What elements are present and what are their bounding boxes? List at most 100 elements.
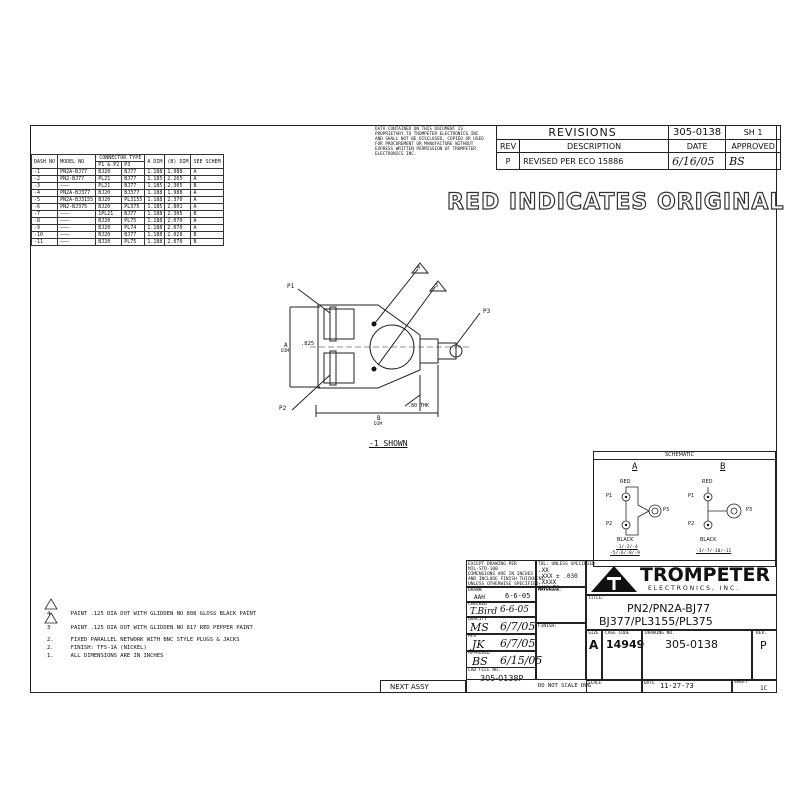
dash-table-cell: -7 — [30, 210, 59, 218]
dash-table-cell: B — [190, 231, 224, 239]
note-text: PAINT .125 DIA DOT WITH GLIDDEN NO 817 R… — [70, 625, 253, 631]
schem-a-p2-label: P2 — [606, 521, 613, 527]
p1-connector — [323, 308, 355, 340]
drawn-date: 6-6-05 — [505, 592, 531, 600]
dash-table-cell: 2.305 — [164, 210, 192, 218]
dash-table-cell: 1.988 — [164, 168, 192, 176]
dash-table-cell: PL21 — [95, 175, 123, 183]
dash-table-cell: 2.305 — [164, 182, 192, 190]
description-header: DESCRIPTION — [519, 139, 670, 153]
cage-label: CAGE CODE — [605, 631, 630, 636]
note-item: 1. ALL DIMENSIONS ARE IN INCHES — [47, 642, 256, 659]
scale-label: SCALE — [588, 681, 602, 686]
approved-header: APPROVED — [725, 139, 782, 153]
connector-type-header: CONNECTOR TYPE — [95, 154, 146, 162]
p1-nut — [329, 306, 337, 342]
schem-a-red: RED — [620, 479, 631, 485]
dash-table-cell: 1.188 — [144, 224, 166, 232]
dash-table-cell: ——— — [57, 238, 97, 246]
dash-table-cell: 2.070 — [164, 224, 192, 232]
revisions-drawing-no: 305-0138 — [668, 125, 727, 140]
dash-table-cell: B — [190, 210, 224, 218]
drawn-by: AAH — [474, 594, 485, 601]
schem-b-p2-label: P2 — [688, 521, 695, 527]
schematic-title: SCHEMATIC — [665, 452, 694, 458]
checked-date: 6-6-05 — [500, 605, 529, 615]
dash-table-cell: PL75 — [121, 238, 146, 246]
dash-table-cell: A — [190, 168, 224, 176]
flag-4: 4 — [417, 265, 421, 271]
dash-table-cell: 1.188 — [144, 231, 166, 239]
spec-line: DIMENSIONS ARE IN INCHES — [468, 572, 534, 577]
notice-line: PROPRIETARY TO TROMPETER ELECTRONICS INC — [375, 132, 479, 137]
dash-table-cell: 2.070 — [164, 217, 192, 225]
size-label: SIZE — [588, 631, 599, 636]
spec-line: MIL-STD-100 — [468, 567, 498, 572]
thk-label: .80 THK — [408, 403, 430, 409]
sheet-label: SHEET — [734, 680, 748, 685]
a-dim-sub: DIM — [281, 349, 290, 354]
dash-table-cell: 1.185 — [144, 175, 166, 183]
dash-table-cell: BJ20 — [95, 231, 123, 239]
company-cell — [586, 560, 777, 595]
note-item: 2. FINISH: TFS-1A (NICKEL) — [47, 634, 256, 651]
dash-table-cell: A — [190, 203, 224, 211]
schematic-drawing — [621, 486, 742, 536]
part-title-line1: PN2/PN2A-BJ77 — [627, 602, 711, 615]
proprietary-notice: DATA CONTAINED ON THIS DOCUMENT IS PROPR… — [375, 127, 484, 157]
company-subtitle: ELECTRONICS, INC. — [648, 585, 741, 592]
dash-table-cell: -4 — [30, 189, 59, 197]
dash-table-cell: BJ77 — [121, 182, 146, 190]
material-label: MATERIAL: — [538, 588, 563, 593]
dim-825: .825 — [301, 341, 315, 347]
note-text: PAINT .125 DIA DOT WITH GLIDDEN NO 808 G… — [70, 611, 257, 617]
size-cell — [586, 630, 602, 680]
dash-table-cell: A — [190, 196, 224, 204]
dash-table-cell: 1.988 — [164, 189, 192, 197]
spec-line: UNLESS OTHERWISE SPECIFIED — [468, 582, 539, 587]
dash-table-cell: 2.028 — [164, 231, 192, 239]
tol-line: .XXXX — [538, 579, 557, 586]
tolerance-cell — [536, 560, 586, 587]
schem-b-red: RED — [702, 479, 713, 485]
note-number: 2. — [47, 637, 54, 643]
dash-table-cell: BJ77 — [121, 231, 146, 239]
rev-value: P — [760, 639, 767, 652]
schem-a-dashes-1: -1/-2/-4 — [616, 545, 638, 550]
spec-notes: EXCEPT DRAWING PER MIL-STD-100 DIMENSION… — [468, 562, 544, 587]
schem-a-p3-label: P3 — [663, 507, 670, 513]
dash-table-cell: 1PL21 — [95, 210, 123, 218]
rev-label: REV. — [756, 631, 767, 636]
spec-line: EXCEPT DRAWING PER — [468, 562, 517, 567]
notice-line: FOR PROCUREMENT OR MANUFACTURE WITHOUT — [375, 142, 474, 147]
checked-label: CHECKED — [468, 602, 487, 607]
rev-value: P — [495, 152, 521, 170]
a-dim-label: A — [284, 342, 288, 349]
dash-table-cell: PN2A-BJ77 — [57, 168, 97, 176]
date-label: DATE — [644, 681, 655, 686]
label-p3: P3 — [483, 308, 491, 315]
quality-date: 6/7/05 — [500, 620, 536, 633]
dash-table-cell: 2.370 — [164, 196, 192, 204]
rev-cell — [752, 630, 777, 680]
material-cell — [536, 587, 586, 623]
note-text: FINISH: TFS-1A (NICKEL) — [70, 645, 147, 651]
dash-table-cell: 2.265 — [164, 175, 192, 183]
spec-notes-cell — [466, 560, 536, 587]
tol-line: .XX — [538, 567, 549, 574]
approved-row — [466, 651, 536, 668]
dash-table-cell: A — [190, 189, 224, 197]
dash-table-cell: ——— — [57, 224, 97, 232]
revisions-sheet: SH 1 — [725, 125, 782, 140]
drawn-label: DRAWN — [468, 588, 482, 593]
p1p2-header: P1 & P2 — [95, 161, 123, 169]
sheet-cell — [732, 680, 777, 693]
next-assy-cell — [380, 680, 466, 693]
general-notes: 4 PAINT .125 DIA DOT WITH GLIDDEN NO 808… — [47, 600, 257, 659]
cage-cell — [602, 630, 642, 680]
